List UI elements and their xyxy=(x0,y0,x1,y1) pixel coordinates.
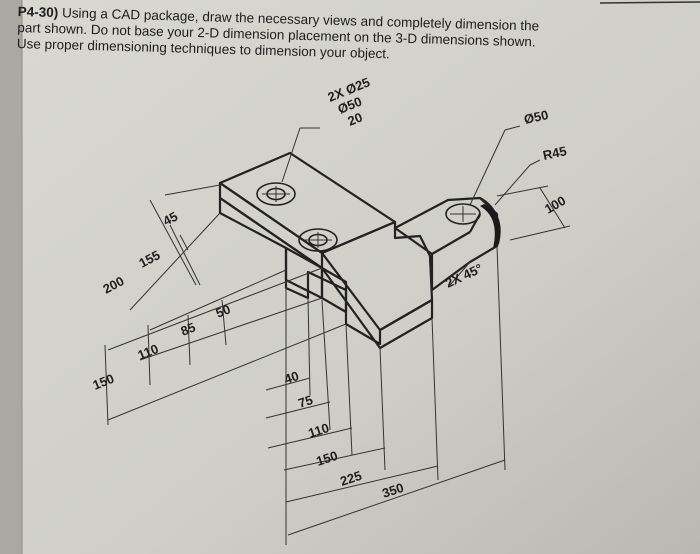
dim-150-left xyxy=(104,344,109,426)
label-r45: R45 xyxy=(542,143,568,163)
ext-bottom-150 xyxy=(379,347,386,471)
dim-100 xyxy=(539,187,566,229)
label-225: 225 xyxy=(338,468,363,489)
label-110-bottom: 110 xyxy=(306,420,331,441)
hole-bottom-counterbore xyxy=(298,228,338,252)
lug-chamfer-edge xyxy=(469,213,481,233)
holes xyxy=(256,182,481,252)
ext-bottom-225 xyxy=(431,317,439,481)
leaders xyxy=(104,125,571,545)
base-right-face xyxy=(320,266,434,350)
ext-bottom-350 xyxy=(496,245,506,471)
ext-left-2 xyxy=(129,212,221,311)
ext-100b xyxy=(509,225,571,241)
ext-bottom-110 xyxy=(345,323,353,456)
hole-lug xyxy=(445,203,481,225)
label-dia50: Ø50 xyxy=(523,107,550,127)
dim-75 xyxy=(265,401,331,419)
upright-top-face xyxy=(218,151,397,255)
dim-200 xyxy=(149,199,197,286)
dim-40 xyxy=(265,377,311,391)
base-top xyxy=(320,220,434,332)
label-155: 155 xyxy=(136,247,162,270)
slot xyxy=(284,246,348,314)
label-350: 350 xyxy=(380,480,405,501)
hole-top-counterbore xyxy=(256,182,296,206)
leader-r45 xyxy=(494,164,531,206)
label-200: 200 xyxy=(100,273,126,296)
ext-bottom-40 xyxy=(307,297,311,396)
leader-holes xyxy=(281,127,301,183)
ext-bottom-75 xyxy=(321,299,331,431)
dim-110-bottom xyxy=(267,427,353,449)
label-40: 40 xyxy=(282,368,300,387)
dim-85 xyxy=(187,314,191,366)
dim-45 xyxy=(179,234,189,251)
dimension-labels: 2X Ø25 Ø50 20 Ø50 R45 100 2X 45° 45 155 … xyxy=(91,74,569,500)
lug-side-edge xyxy=(428,255,434,291)
dim-350 xyxy=(287,459,506,536)
ext-top-1 xyxy=(164,184,221,196)
label-75: 75 xyxy=(296,392,314,411)
ext-left-5 xyxy=(107,323,347,421)
label-45: 45 xyxy=(160,209,180,229)
label-100: 100 xyxy=(542,193,568,217)
dim-150-bottom xyxy=(283,447,386,471)
dim-225 xyxy=(285,465,439,503)
ext-left-3 xyxy=(149,269,287,331)
label-cbore-depth: 20 xyxy=(346,109,365,128)
ext-left-4 xyxy=(139,297,323,361)
dim-110-left xyxy=(147,324,151,386)
label-110-left: 110 xyxy=(136,341,161,363)
leader-dia50 xyxy=(469,129,506,206)
label-chamfer: 2X 45° xyxy=(443,261,485,291)
leader-dia50-shoulder xyxy=(504,125,521,131)
label-85: 85 xyxy=(179,319,198,338)
upright-left-edge xyxy=(218,181,324,270)
leader-chamfer xyxy=(449,261,471,286)
leader-r45-shoulder xyxy=(529,159,541,166)
label-150-left: 150 xyxy=(91,371,117,393)
ext-100a xyxy=(496,185,549,197)
lug-shading xyxy=(480,204,501,248)
label-150-bottom: 150 xyxy=(314,448,339,469)
dim-155 xyxy=(169,224,201,286)
lug-inner-edge xyxy=(431,231,471,255)
dim-50 xyxy=(221,299,227,346)
label-50: 50 xyxy=(214,301,233,320)
